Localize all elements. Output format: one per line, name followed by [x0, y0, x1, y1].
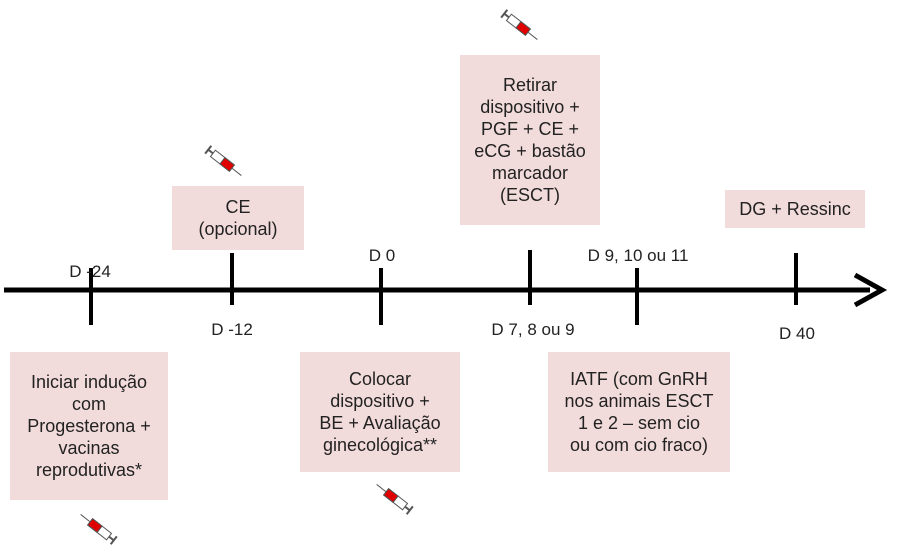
day-label: D 9, 10 ou 11 [587, 246, 689, 265]
box-retirar: Retirar dispositivo + PGF + CE + eCG + b… [460, 55, 600, 225]
syringe-icon [376, 484, 414, 515]
syringe-icon [204, 145, 242, 176]
day-label: D 7, 8 ou 9 [491, 320, 575, 339]
day-label: D -24 [69, 262, 111, 281]
syringe-icon [80, 514, 118, 545]
box-dg: DG + Ressinc [725, 190, 865, 228]
box-iniciar: Iniciar indução com Progesterona + vacin… [10, 352, 168, 500]
syringe-icon [500, 9, 538, 40]
day-label: D 40 [779, 324, 815, 343]
box-ce: CE (opcional) [172, 186, 304, 250]
box-iatf: IATF (com GnRH nos animais ESCT 1 e 2 – … [548, 352, 730, 472]
box-colocar: Colocar dispositivo + BE + Avaliação gin… [300, 352, 460, 472]
axis-arrowhead [853, 272, 888, 308]
day-label: D 0 [368, 246, 396, 265]
day-label: D -12 [211, 320, 253, 339]
